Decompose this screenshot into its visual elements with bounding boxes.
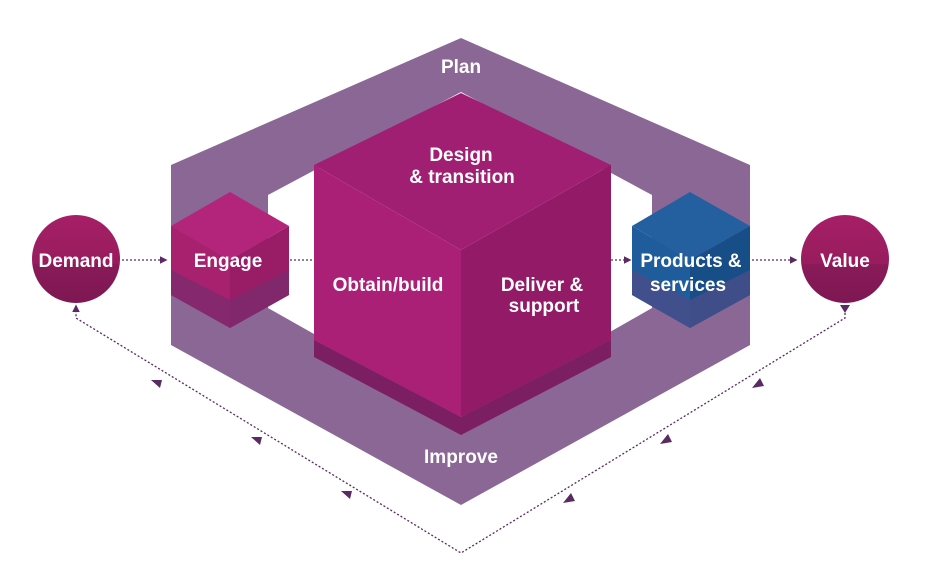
obtain-build-label: Obtain/build <box>333 275 444 296</box>
value-circle <box>801 215 889 303</box>
engage-cube <box>171 192 289 328</box>
products-services-cube <box>632 192 750 328</box>
design-transition-label-line2: & transition <box>409 167 515 188</box>
demand-label: Demand <box>39 251 114 272</box>
improve-label: Improve <box>424 447 498 468</box>
deliver-support-label-line1: Deliver & <box>501 275 584 296</box>
center-cube <box>314 93 611 435</box>
design-transition-label-line1: Design <box>429 145 492 166</box>
feedback-loop-line <box>72 304 846 554</box>
value-down-arrowhead <box>840 305 850 313</box>
plan-improve-hexagon <box>171 38 750 505</box>
feedback-arrowheads <box>151 378 764 503</box>
deliver-support-label-line2: support <box>509 296 580 317</box>
value-label: Value <box>820 251 870 272</box>
products-services-label-line1: Products & <box>640 251 742 272</box>
engage-label: Engage <box>194 251 263 272</box>
demand-circle <box>32 215 120 303</box>
plan-label: Plan <box>441 57 481 78</box>
products-services-label-line2: services <box>650 275 726 296</box>
